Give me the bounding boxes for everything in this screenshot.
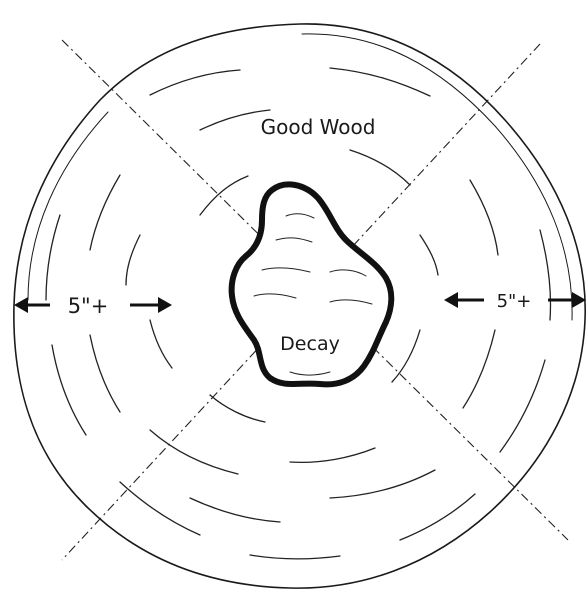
good-wood-label: Good Wood xyxy=(261,115,376,139)
right-measure-label: 5"+ xyxy=(497,291,532,312)
decay-label: Decay xyxy=(280,333,340,355)
left-measure-label: 5"+ xyxy=(68,294,109,318)
